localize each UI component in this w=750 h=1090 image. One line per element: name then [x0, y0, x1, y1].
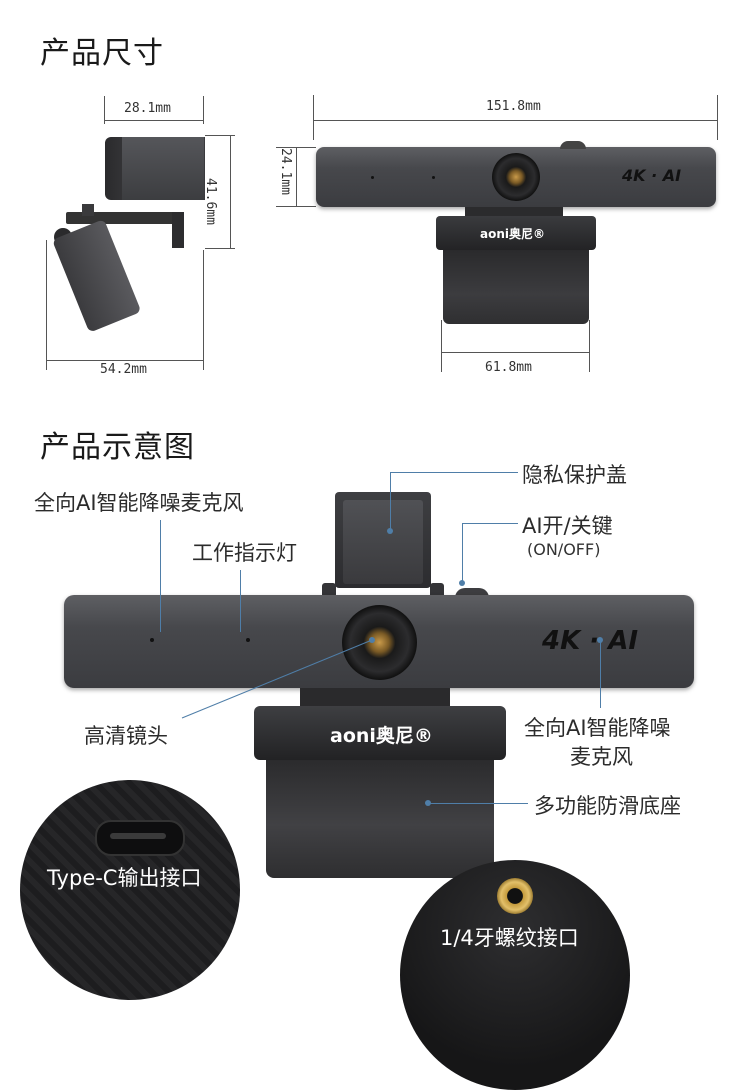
callout-leader-lines — [181, 637, 375, 719]
front-base-label: 61.8mm — [485, 360, 532, 375]
main-badge: 4K · AI — [542, 626, 639, 656]
callout-thread: 1/4牙螺纹接口 — [440, 926, 579, 950]
callout-lens: 高清镜头 — [84, 724, 168, 748]
side-depth-label: 28.1mm — [124, 101, 171, 116]
side-base-label: 54.2mm — [100, 362, 147, 377]
callout-ai-switch-sub: (ON/OFF) — [527, 540, 601, 559]
callout-ai-switch: AI开/关键 — [522, 514, 613, 538]
callout-mic-left: 全向AI智能降噪麦克风 — [34, 491, 244, 515]
callout-mic-right-1: 全向AI智能降噪 — [524, 716, 671, 740]
callout-typec: Type-C输出接口 — [47, 866, 202, 890]
callout-base: 多功能防滑底座 — [534, 794, 681, 818]
front-width-label: 151.8mm — [486, 99, 541, 114]
front-badge: 4K · AI — [622, 166, 682, 185]
callout-mic-right-2: 麦克风 — [570, 745, 633, 769]
main-brand: aoni奥尼® — [330, 725, 433, 747]
diagram-section-title: 产品示意图 — [40, 430, 195, 465]
callout-work-light: 工作指示灯 — [192, 541, 297, 565]
front-brand: aoni奥尼® — [480, 227, 545, 241]
callout-privacy-cover: 隐私保护盖 — [522, 463, 627, 487]
thread-inset — [400, 860, 630, 1090]
size-section-title: 产品尺寸 — [40, 36, 164, 71]
typec-inset — [20, 780, 240, 1000]
